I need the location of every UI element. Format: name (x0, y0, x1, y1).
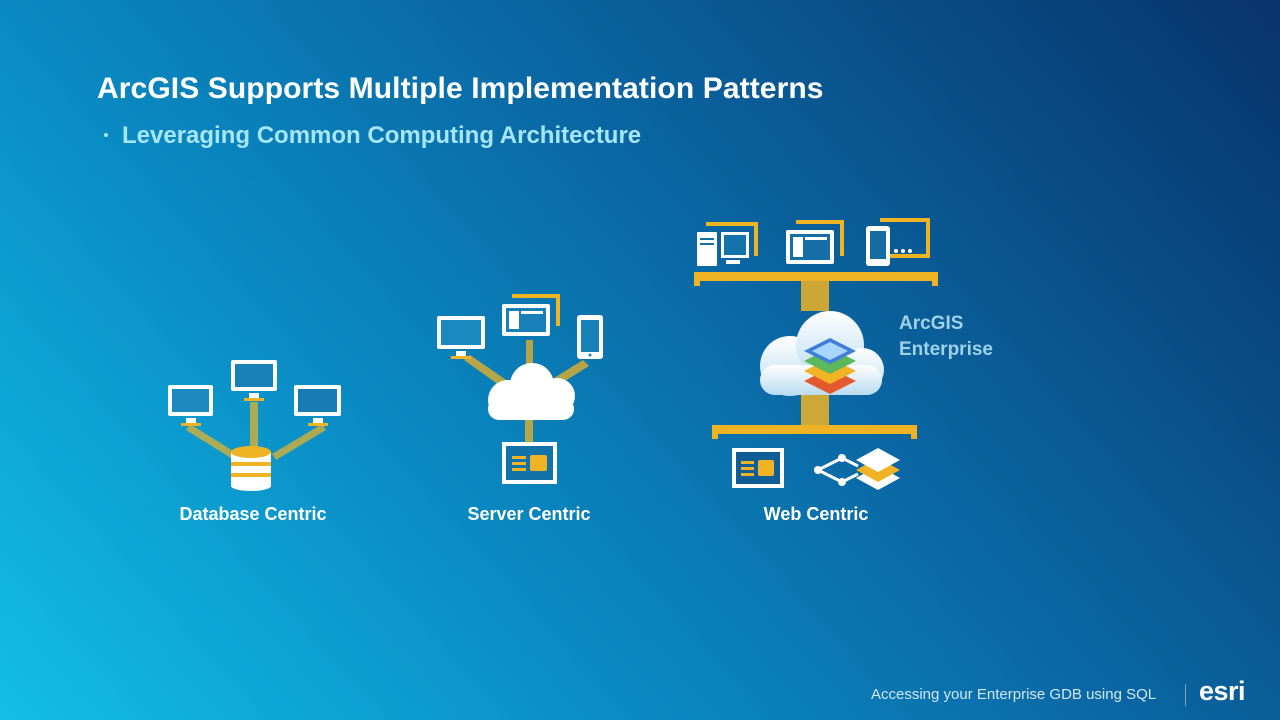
arcgis-enterprise-label: ArcGIS Enterprise (899, 311, 1039, 363)
connection-beam (464, 355, 512, 390)
client-bus-bar (694, 272, 938, 286)
phone-icon (866, 218, 930, 266)
database-icon (231, 446, 271, 491)
footer-caption: Accessing your Enterprise GDB using SQL (871, 686, 1157, 703)
server-icon (502, 442, 557, 484)
connection-beam (526, 340, 533, 370)
monitor-icon (168, 385, 213, 426)
bullet-text: Leveraging Common Computing Architecture (122, 122, 642, 149)
bullet-item: Leveraging Common Computing Architecture (104, 122, 641, 150)
connection-beam (525, 418, 533, 442)
enterprise-line-1: ArcGIS (899, 313, 964, 334)
connection-beam (801, 281, 829, 311)
monitor-icon (231, 360, 277, 401)
enterprise-line-2: Enterprise (899, 339, 993, 360)
connection-beam (554, 360, 589, 384)
tablet-icon (786, 220, 844, 264)
label-web-centric: Web Centric (763, 504, 869, 524)
slide-title: ArcGIS Supports Multiple Implementation … (97, 72, 824, 105)
bullet-dot-icon (104, 133, 108, 137)
network-icon (814, 454, 859, 486)
connection-beam (186, 424, 238, 460)
label-server-centric: Server Centric (467, 504, 591, 524)
server-bus-bar (712, 425, 917, 439)
tablet-icon (502, 294, 560, 336)
layers-icon (804, 338, 856, 394)
connection-beam (801, 392, 829, 428)
server-icon (732, 448, 784, 488)
web-centric-diagram (694, 218, 938, 490)
footer-divider (1185, 684, 1186, 706)
database-centric-diagram (168, 360, 341, 491)
desktop-tower-icon (697, 222, 758, 266)
phone-icon (577, 315, 603, 359)
layers-icon (856, 448, 900, 490)
esri-logo: esri (1199, 676, 1246, 706)
server-centric-diagram (437, 294, 603, 484)
monitor-icon (294, 385, 341, 426)
connection-beam (250, 402, 258, 448)
label-database-centric: Database Centric (179, 504, 327, 524)
cloud-icon (488, 363, 575, 420)
connection-beam (272, 424, 326, 460)
monitor-icon (437, 316, 485, 359)
